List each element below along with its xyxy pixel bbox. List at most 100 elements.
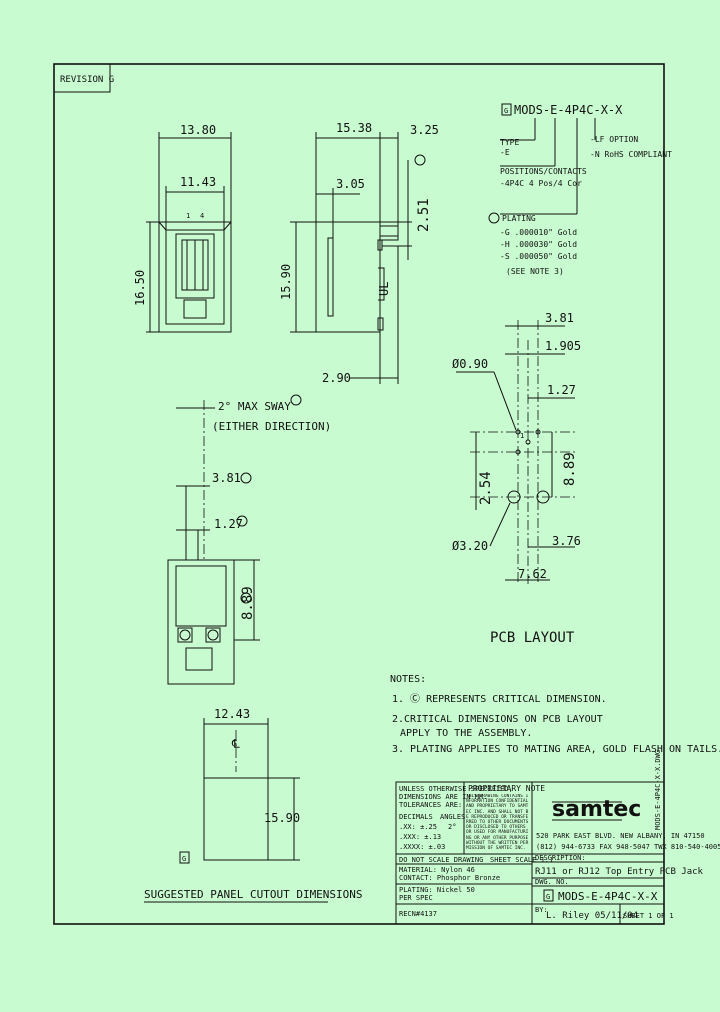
part-rev-letter: G: [504, 107, 508, 115]
cutout-title: SUGGESTED PANEL CUTOUT DIMENSIONS: [144, 888, 363, 901]
tb-prop-text: THIS DRAWING CONTAINS INFORMATION CONFID…: [466, 794, 529, 852]
sway-dim: 2° MAX SWAY: [218, 400, 291, 413]
pin-1-label: 1: [186, 212, 190, 220]
note-3: 3. PLATING APPLIES TO MATING AREA, GOLD …: [392, 744, 720, 755]
plating-3: -S .000050" Gold: [500, 252, 577, 261]
dim-2-51: 2.51: [416, 198, 432, 232]
tb-tol-2: .XXX: ±.13: [399, 833, 441, 841]
side-marker: UL: [377, 282, 391, 296]
dim-16-50: 16.50: [133, 270, 147, 306]
pcb-dim-3-76: 3.76: [552, 534, 581, 548]
side-view: UL 15.38 3.25 3.05 2.51 15.90 2.90: [279, 121, 439, 385]
revision-box: REVISION G: [53, 63, 114, 93]
pcb-layout-title: PCB LAYOUT: [490, 630, 575, 646]
tb-decimals: DECIMALS: [399, 813, 433, 821]
front-view: 1 4 13.80 11.43 16.50: [133, 123, 232, 333]
dim-3-05: 3.05: [336, 177, 365, 191]
pcb-dim-2-54: 2.54: [478, 471, 494, 505]
side-dim-3-81: 3.81: [212, 471, 241, 485]
plating-2: -H .000030" Gold: [500, 240, 577, 249]
tb-drawn-label: BY:: [535, 906, 548, 914]
tb-desc-label: DESCRIPTION:: [535, 854, 586, 862]
sway-critical-icon: [290, 394, 302, 406]
part-number-callout: G MODS-E-4P4C-X-X TYPE -E POSITIONS/CONT…: [488, 103, 672, 276]
pcb-dim-1-27: 1.27: [547, 383, 576, 397]
tb-dwg-label: DWG. NO.: [535, 878, 569, 886]
pcb-dim-1-905: 1.905: [545, 339, 581, 353]
pcb-hole-1: [515, 429, 521, 435]
side-1-27-critical-icon: [236, 515, 248, 527]
tb-address: 520 PARK EAST BLVD. NEW ALBANY, IN 47150: [536, 832, 705, 840]
side-3-81-critical-icon: [240, 472, 252, 484]
side-dim-8-89: 8.89: [240, 586, 256, 620]
pin-4-label: 4: [200, 212, 204, 220]
tb-tol-1: .XX: ±.25: [399, 823, 437, 831]
tb-tol-3: .XXXX: ±.03: [399, 843, 445, 851]
lf-title: -LF OPTION: [590, 135, 638, 144]
title-block: UNLESS OTHERWISE SPECIFIED, DIMENSIONS A…: [395, 750, 720, 925]
tb-material-2: CONTACT: Phosphor Bronze: [399, 874, 500, 882]
pcb-dim-3-20: Ø3.20: [452, 539, 488, 553]
dim-15-90: 15.90: [279, 264, 293, 300]
pcb-dim-7-62: 7.62: [518, 567, 547, 581]
dim-11-43: 11.43: [180, 175, 216, 189]
tb-phone: (812) 944-6733 FAX 948-5047 TWX 810-540-…: [536, 843, 720, 851]
tb-rev-letter: G: [546, 893, 550, 901]
plating-1: -G .000010" Gold: [500, 228, 577, 237]
pcb-dim-8-89: 8.89: [562, 452, 578, 486]
centerline-icon: ℄: [231, 737, 240, 751]
samtec-logo: samtec: [552, 797, 641, 822]
pcb-hole-2: [525, 439, 531, 445]
pcb-hole-3: [535, 429, 541, 435]
tb-ecn: RECN#4137: [399, 910, 437, 918]
pcb-hole-4: [515, 449, 521, 455]
pcb-post-right: [536, 490, 550, 504]
tb-sheet-scale: SHEET SCALE 1:1: [490, 856, 553, 864]
part-number: MODS-E-4P4C-X-X: [514, 103, 623, 117]
tb-finish-1: PLATING: Nickel 50: [399, 886, 475, 894]
tb-dwg-number: MODS-E-4P4C-X-X: [558, 890, 658, 903]
note-2b: APPLY TO THE ASSEMBLY.: [400, 728, 532, 739]
tb-angles: ANGLES: [440, 813, 465, 821]
note-2a: 2.CRITICAL DIMENSIONS ON PCB LAYOUT: [392, 714, 603, 725]
dim-2-90: 2.90: [322, 371, 351, 385]
tb-dims-are: DIMENSIONS ARE IN MM.: [399, 793, 488, 801]
dim-3-25: 3.25: [410, 123, 439, 137]
tb-unless: UNLESS OTHERWISE SPECIFIED,: [399, 785, 513, 793]
pcb-post-left: [507, 490, 521, 504]
tb-no-scale: DO NOT SCALE DRAWING: [399, 856, 483, 864]
notes: NOTES: 1. Ⓒ REPRESENTS CRITICAL DIMENSIO…: [390, 674, 720, 755]
pcb-dim-3-81: 3.81: [545, 311, 574, 325]
positions-title: POSITIONS/CONTACTS: [500, 167, 587, 176]
cut-rev-letter: G: [182, 855, 186, 863]
tb-angle-tol: 2°: [448, 823, 456, 831]
revision-label: REVISION G: [60, 75, 114, 85]
tb-material-1: MATERIAL: Nylon 46: [399, 866, 475, 874]
lf-value: -N RoHS COMPLIANT: [590, 150, 672, 159]
drawing-frame: [53, 63, 665, 925]
tb-finish-2: PER SPEC: [399, 894, 433, 902]
notes-title: NOTES:: [390, 674, 426, 685]
positions-value: -4P4C 4 Pos/4 Cor: [500, 179, 582, 188]
dim-13-80: 13.80: [180, 123, 216, 137]
dim-15-38: 15.38: [336, 121, 372, 135]
pcb-layout: 1 3.81 1.905 1.27 Ø0.90 2.54 8.89 Ø3.20 …: [452, 311, 581, 646]
see-note: (SEE NOTE 3): [506, 267, 564, 276]
plating-title: PLATING: [502, 214, 536, 223]
side-8-89-critical-icon: [240, 592, 252, 604]
tb-sheet: SHEET 1 OF 1: [623, 912, 674, 920]
type-title: TYPE: [500, 138, 519, 147]
cut-dim-15-90: 15.90: [264, 811, 300, 825]
cut-dim-12-43: 12.43: [214, 707, 250, 721]
plating-critical-icon: [488, 212, 500, 224]
tb-description: RJ11 or RJ12 Top Entry PCB Jack: [535, 867, 704, 877]
tb-tolerances: TOLERANCES ARE:: [399, 801, 462, 809]
sway-view: 2° MAX SWAY (EITHER DIRECTION) 3.81 1.27…: [167, 394, 331, 685]
tb-drawn: L. Riley 05/11/04: [546, 911, 638, 921]
type-value: -E: [500, 148, 510, 157]
tb-file: MODS-E-4P4C-X-X.DWG: [654, 750, 662, 830]
sway-dim-2: (EITHER DIRECTION): [212, 420, 331, 433]
pcb-dim-hole: Ø0.90: [452, 357, 488, 371]
tb-proprietary: PROPRIETARY NOTE: [468, 784, 545, 793]
